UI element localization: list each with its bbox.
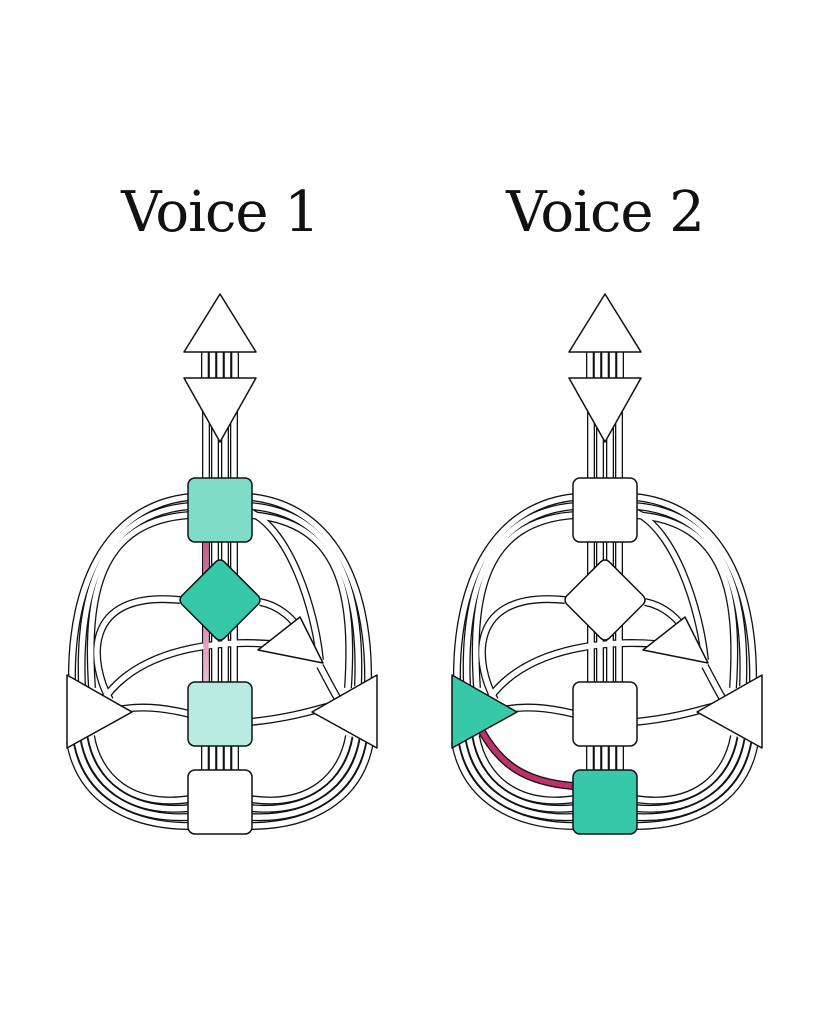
channel (74, 739, 191, 820)
channel (249, 503, 362, 687)
channel (463, 503, 576, 687)
voice-2-title: Voice 2 (506, 180, 705, 245)
throat-center (187, 477, 253, 543)
channel (634, 503, 747, 687)
channel (452, 741, 576, 829)
channel (466, 737, 576, 812)
defined-channel-spleen-root (477, 726, 574, 789)
channel (634, 494, 756, 685)
channel (634, 741, 758, 829)
channel (249, 739, 366, 820)
sacral-center (187, 681, 253, 747)
channel (97, 640, 281, 707)
solar-plexus-center (311, 674, 378, 749)
channel (634, 737, 744, 812)
channel (78, 503, 191, 687)
root-center (572, 769, 638, 835)
g-center (564, 559, 646, 641)
channel (69, 494, 191, 685)
g-center (179, 559, 261, 641)
voice-2-bodygraph (451, 293, 763, 835)
root-center (187, 769, 253, 835)
channel (473, 735, 576, 804)
head-center (568, 293, 642, 353)
channel (248, 509, 323, 661)
ego-center (257, 616, 324, 664)
channel (88, 512, 191, 689)
voice-1-bodygraph (66, 293, 378, 835)
channel (249, 512, 352, 689)
channel (634, 739, 751, 820)
ajna-center (568, 377, 642, 443)
channel (479, 596, 566, 702)
channel (634, 735, 737, 804)
voice-1-title: Voice 1 (121, 180, 320, 245)
channel (249, 494, 371, 685)
channel (249, 735, 352, 804)
sacral-center (572, 681, 638, 747)
channel (249, 737, 359, 812)
throat-center (572, 477, 638, 543)
spleen-center (451, 674, 518, 749)
channel (88, 735, 191, 804)
ego-center (642, 616, 709, 664)
channel (249, 741, 373, 829)
solar-plexus-center (696, 674, 763, 749)
channel (67, 741, 191, 829)
channel (473, 512, 576, 689)
channel (454, 494, 576, 685)
channel (634, 512, 737, 689)
channel (94, 596, 181, 702)
spleen-center (66, 674, 133, 749)
ajna-center (183, 377, 257, 443)
channel (459, 739, 576, 820)
channel (633, 509, 708, 661)
channel (81, 737, 191, 812)
head-center (183, 293, 257, 353)
channel (482, 640, 666, 707)
